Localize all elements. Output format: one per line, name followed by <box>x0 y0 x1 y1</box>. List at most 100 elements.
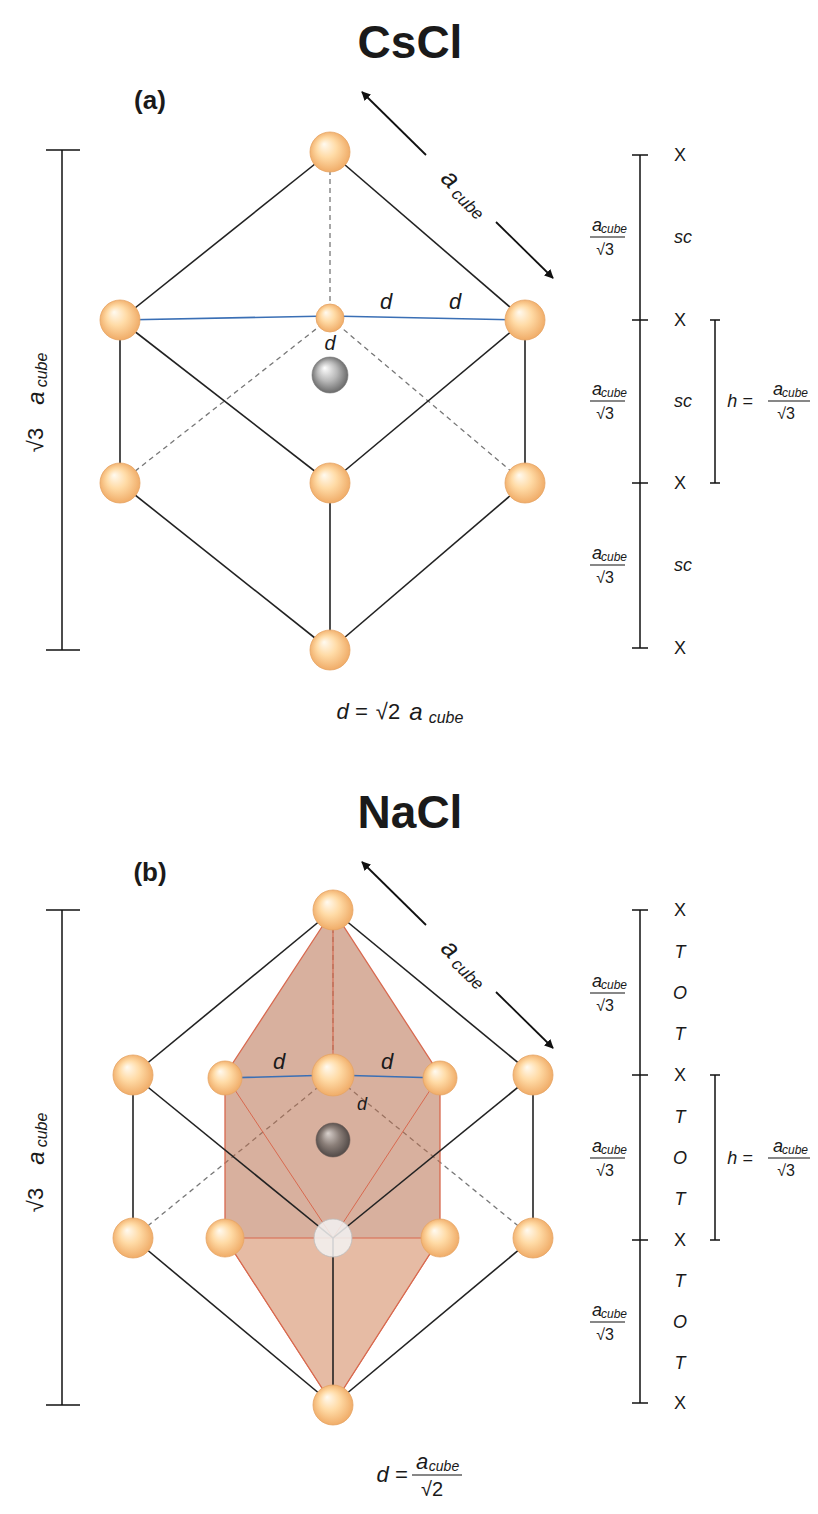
fraction-bars <box>590 1321 625 1322</box>
panel-letter: (a) <box>134 87 166 113</box>
brackets <box>632 482 648 484</box>
layer-type: sc <box>674 228 692 246</box>
layer-type: sc <box>674 556 692 574</box>
anion-spheres <box>313 1385 353 1425</box>
subscript: cube <box>601 551 627 563</box>
octahedron <box>225 910 440 1405</box>
fraction-bars <box>590 564 625 565</box>
anion-spheres <box>113 1218 153 1258</box>
brackets <box>710 1239 720 1241</box>
distance-label: d <box>380 291 392 313</box>
site-type: T <box>675 1354 686 1372</box>
distance-label: d <box>381 1051 393 1073</box>
fraction-bars <box>590 236 625 237</box>
brackets <box>46 1404 80 1406</box>
anion-spheres <box>100 132 545 670</box>
distance-formula: d = <box>376 1464 407 1486</box>
cube-edges <box>333 1238 533 1405</box>
layer-symbol: X <box>674 901 686 919</box>
brackets <box>714 1075 716 1240</box>
diagonal-length-label: a <box>24 391 48 404</box>
layer-symbol: X <box>674 146 686 164</box>
anion-spheres <box>316 304 344 332</box>
cube-edges <box>330 320 525 483</box>
fraction-denominator: √3 <box>596 1327 614 1343</box>
fraction-numerator: a <box>592 1301 602 1319</box>
fraction-bars <box>412 1474 462 1475</box>
anion-sphere <box>314 1219 352 1257</box>
brackets <box>46 649 80 651</box>
fraction-bars <box>590 1157 625 1158</box>
fraction-numerator: a <box>773 380 783 398</box>
anion-spheres <box>513 1218 553 1258</box>
distance-label: d <box>449 291 461 313</box>
fraction-denominator: √3 <box>596 570 614 586</box>
brackets <box>61 910 63 1405</box>
brackets <box>632 1239 648 1241</box>
fraction-bars <box>590 400 625 401</box>
fraction-denominator: √3 <box>596 1163 614 1179</box>
site-type: T <box>675 1025 686 1043</box>
cube-edges <box>133 910 533 1405</box>
fraction-denominator: √3 <box>777 406 795 422</box>
cube-edges <box>329 483 331 650</box>
distance-formula: a <box>409 700 422 724</box>
diagonal-length-label: √3 <box>25 1188 47 1212</box>
subscript: cube <box>448 955 486 993</box>
brackets <box>46 909 80 911</box>
cube-edges <box>133 1075 333 1238</box>
fraction-numerator: a <box>592 972 602 990</box>
anion-spheres <box>113 1055 153 1095</box>
brackets <box>710 319 720 321</box>
distance-label: d <box>273 1051 285 1073</box>
brackets <box>61 150 63 650</box>
brackets <box>710 1074 720 1076</box>
fraction-denominator: √2 <box>421 1479 443 1499</box>
brackets <box>46 910 720 1405</box>
distance-label: d <box>357 1095 367 1113</box>
subscript: cube <box>601 979 627 991</box>
brackets <box>632 909 648 911</box>
dimension-arrow <box>362 92 553 278</box>
subscript: cube <box>782 1144 808 1156</box>
cube-edges <box>330 152 525 320</box>
layer-symbol: X <box>674 639 686 657</box>
anion-spheres <box>208 1061 242 1095</box>
cube-edges <box>120 152 525 483</box>
subscript: cube <box>782 387 808 399</box>
fraction-numerator: a <box>592 1137 602 1155</box>
site-type: O <box>673 984 687 1002</box>
cube-edges <box>119 320 121 483</box>
cube-edges <box>120 152 525 650</box>
layer-symbol: X <box>674 474 686 492</box>
site-type: T <box>675 943 686 961</box>
cube-edges <box>120 320 330 483</box>
brackets <box>710 482 720 484</box>
cube-edges <box>133 910 333 1075</box>
subscript: cube <box>34 1113 50 1148</box>
subscript: cube <box>429 710 464 726</box>
brackets <box>714 320 716 483</box>
brackets <box>632 154 648 156</box>
cube-edges <box>532 1075 534 1238</box>
anion-spheres <box>206 1219 244 1257</box>
subscript: cube <box>34 353 50 388</box>
cation-sphere <box>316 1123 350 1157</box>
subscript: cube <box>601 1308 627 1320</box>
distance-formula: √2 <box>376 701 400 723</box>
fraction-bars <box>768 1157 810 1158</box>
height-label: h = <box>727 1149 753 1167</box>
subscript: cube <box>429 1459 459 1473</box>
diagonal-length-label: a <box>24 1151 48 1164</box>
cube-edges <box>120 318 330 483</box>
panel-title: CsCl <box>358 19 463 65</box>
cube-edges <box>132 1075 134 1238</box>
site-type: O <box>673 1149 687 1167</box>
height-label: h = <box>727 392 753 410</box>
brackets <box>632 647 648 649</box>
cube-edges <box>120 483 330 650</box>
cation-sphere <box>312 357 348 393</box>
anion-spheres <box>312 1054 354 1096</box>
